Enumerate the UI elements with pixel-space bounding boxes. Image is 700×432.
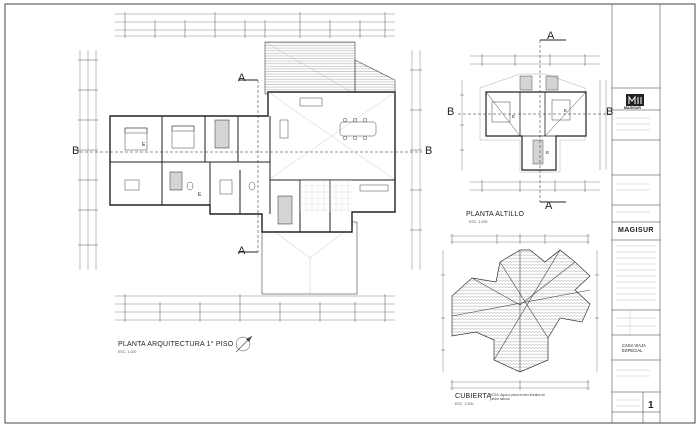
project-name: CASA VIAJA ESPECIAL bbox=[622, 343, 646, 354]
roof-plan bbox=[441, 234, 599, 390]
attic-plan: E E E bbox=[458, 39, 612, 203]
section-mark-a-top: A bbox=[238, 72, 246, 84]
attic-scale: ESC. 1:100 bbox=[469, 220, 488, 224]
attic-section-mark-a-top: A bbox=[547, 30, 555, 42]
svg-text:E: E bbox=[142, 142, 146, 148]
svg-text:E: E bbox=[564, 108, 567, 113]
section-mark-a-bottom: A bbox=[238, 245, 246, 257]
attic-section-mark-b-right: B bbox=[606, 106, 614, 118]
svg-text:E: E bbox=[512, 114, 515, 119]
company-name: MAGISUR bbox=[618, 227, 654, 234]
title-block bbox=[611, 4, 661, 423]
section-mark-b-right: B bbox=[425, 145, 433, 157]
logo-text: MAGISUR bbox=[624, 106, 641, 110]
ground-floor-title: PLANTA ARQUITECTURA 1° PISO bbox=[118, 341, 234, 348]
roof-note: NOTA: Agua a pisos techos lineales de pi… bbox=[490, 393, 546, 401]
roof-title: CUBIERTA bbox=[455, 393, 492, 400]
svg-text:E: E bbox=[198, 192, 202, 198]
attic-title: PLANTA ALTILLO bbox=[466, 211, 525, 218]
ground-floor-scale: ESC. 1:100 bbox=[118, 350, 137, 354]
ground-floor-plan: E E bbox=[78, 12, 422, 353]
svg-text:E: E bbox=[546, 150, 549, 155]
sheet-number: 1 bbox=[648, 400, 654, 411]
roof-scale: ESC. 1:100 bbox=[455, 402, 474, 406]
north-arrow-icon bbox=[235, 335, 253, 353]
attic-section-mark-a-bottom: A bbox=[545, 200, 553, 212]
attic-section-mark-b-left: B bbox=[447, 106, 455, 118]
sheet-border bbox=[4, 3, 696, 424]
section-mark-b-left: B bbox=[72, 145, 80, 157]
